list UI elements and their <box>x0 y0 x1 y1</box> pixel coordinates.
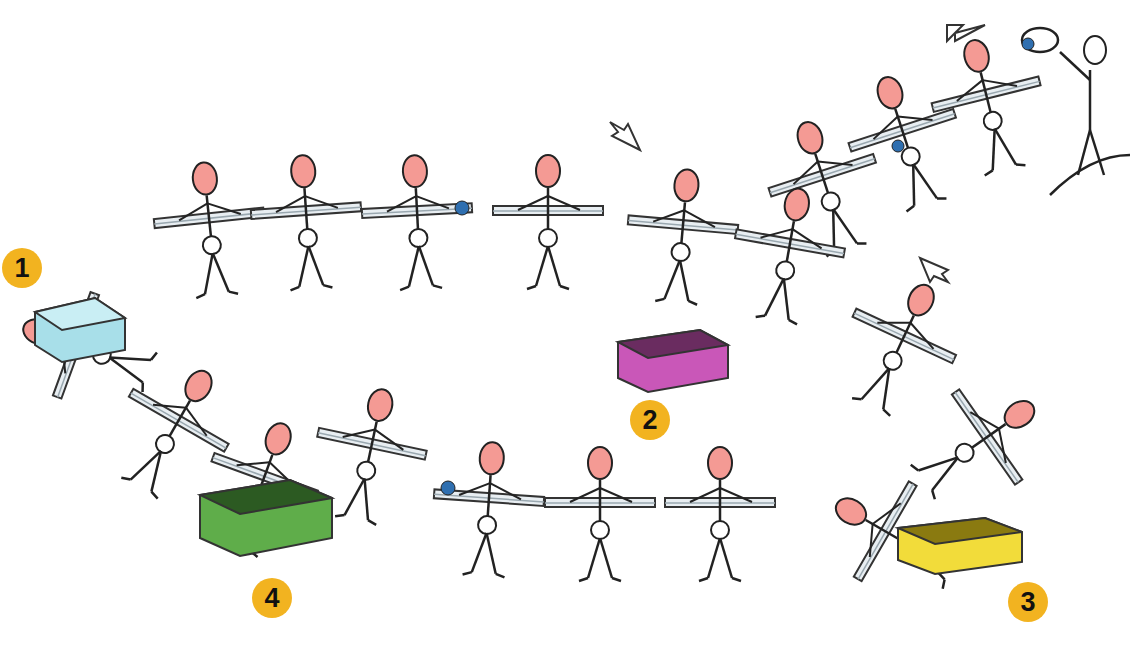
callout-number: 1 <box>2 248 42 288</box>
callout-number: 3 <box>1008 582 1048 622</box>
callout-number: 4 <box>252 578 292 618</box>
callout-number: 2 <box>630 400 670 440</box>
